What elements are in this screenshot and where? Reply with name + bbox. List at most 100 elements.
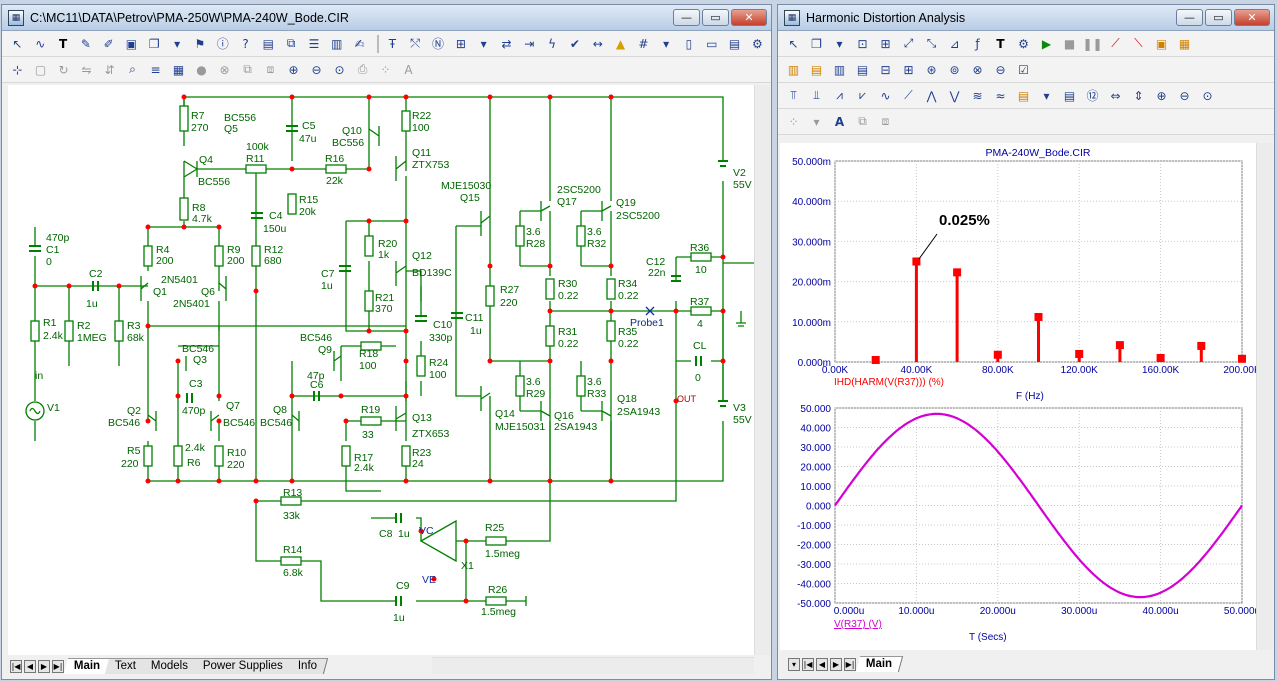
tab-power-supplies[interactable]: Power Supplies [193,658,295,674]
maximize-button[interactable]: ▭ [702,9,729,26]
analysis-minimize-button[interactable]: — [1176,9,1203,26]
zoom-in-icon[interactable]: ⊕ [288,62,299,77]
zoom-fit-icon[interactable]: ⊙ [1202,88,1213,103]
global-high-icon[interactable]: ⋀ [926,88,937,103]
grid-options-icon[interactable]: ⊞ [455,36,466,51]
warning-icon[interactable]: ▲ [615,36,626,51]
help-icon[interactable]: ? [242,36,249,51]
zoom-fit-icon[interactable]: ⊙ [334,62,345,77]
dropdown-icon[interactable]: ▾ [174,36,181,51]
probe4-icon[interactable]: ⊖ [995,62,1006,77]
next-page-button[interactable]: ▶ [38,659,50,673]
zoom-box-icon[interactable]: ⊞ [880,36,891,51]
valley-icon[interactable]: ⫫ [813,88,820,102]
arrows-icon[interactable]: ⇄ [501,36,512,51]
frame2-icon[interactable]: ▦ [1178,36,1191,51]
flag-icon[interactable]: ⚑ [194,36,206,51]
analysis-close-button[interactable]: ✕ [1234,9,1270,26]
disk-icon[interactable]: ▤ [262,36,275,51]
find-icon[interactable]: ⌕ [129,62,136,76]
schematic-horizontal-scrollbar[interactable] [432,657,754,674]
clipboard-icon[interactable]: ▤ [1017,88,1030,103]
probe3-icon[interactable]: ⊗ [972,62,983,77]
grid-snap-icon[interactable]: ⁘ [380,62,391,77]
first-page-button[interactable]: |◀ [10,659,22,673]
page-setup-icon[interactable]: ▦ [172,62,185,77]
wire-mode-icon[interactable]: ∿ [35,36,46,51]
edit-icon[interactable]: ✍ [354,36,365,51]
pen-icon[interactable]: ✎ [80,36,91,51]
notes-icon[interactable]: ▤ [728,36,741,51]
probe1-icon[interactable]: ⊛ [926,62,937,77]
stop-icon[interactable]: ● [196,62,207,77]
analysis-next-page-button[interactable]: ▶ [830,657,842,671]
properties-icon[interactable]: ⚙ [752,36,763,51]
probe2-icon[interactable]: ⊚ [949,62,960,77]
copy-icon[interactable]: ❐ [148,36,160,51]
grid-icon[interactable]: # [638,36,649,51]
dropdown3-icon[interactable]: ▾ [813,114,820,129]
tab-models[interactable]: Models [141,658,200,674]
text-icon[interactable]: T [996,36,1005,51]
ungroup-icon[interactable]: ⧈ [881,114,890,128]
high-icon[interactable]: ⩘ [836,88,843,102]
node-numbers-icon[interactable]: ⤲ [410,36,421,50]
low-icon[interactable]: ⩗ [859,88,866,102]
select-region-icon[interactable]: ⊹ [12,62,23,77]
schematic-vertical-scrollbar[interactable] [754,85,771,655]
slope3-icon[interactable]: ⟋ [904,88,913,102]
top-icon[interactable]: ≋ [972,88,983,103]
rotate-icon[interactable]: ↻ [58,62,69,77]
page2-icon[interactable]: ▭ [706,36,718,51]
flip-icon[interactable]: ⇵ [104,62,115,77]
copy-plot-icon[interactable]: ❐ [811,36,822,51]
layout4-icon[interactable]: ▤ [856,62,869,77]
zoom-in-icon[interactable]: ⊕ [1156,88,1167,103]
schematic-canvas[interactable]: R7 270 BC556 Q5 Q4 BC556 100k R11 C5 47u… [8,85,757,655]
group-icon[interactable]: ⧉ [243,62,252,76]
grid-icon[interactable]: ⁘ [788,114,799,129]
resize-icon[interactable]: ↔ [592,36,603,51]
layout1-icon[interactable]: ▥ [787,62,800,77]
analysis-titlebar[interactable]: ▦ Harmonic Distortion Analysis — ▭ ✕ [778,5,1274,31]
layout6-icon[interactable]: ⊞ [903,62,914,77]
inflection-icon[interactable]: ∿ [880,88,891,103]
last-page-button[interactable]: ▶| [52,659,64,673]
analysis-prev-page-button[interactable]: ◀ [816,657,828,671]
print-icon[interactable]: ⎙ [357,62,368,76]
stop-icon[interactable]: ■ [1063,36,1076,51]
analysis-vertical-scrollbar[interactable] [1256,143,1273,650]
layout3-icon[interactable]: ▥ [833,62,846,77]
cursor-icon[interactable]: ⤡ [926,36,937,50]
network-icon[interactable]: ⧉ [286,36,296,50]
schematic-titlebar[interactable]: ▦ C:\MC11\DATA\Petrov\PMA-250W\PMA-240W_… [2,5,771,31]
global-low-icon[interactable]: ⋁ [949,88,960,103]
fit-v-icon[interactable]: ⇕ [1133,88,1144,103]
pin-icon[interactable]: Ⓝ [432,37,445,51]
box-icon[interactable]: ▢ [34,62,47,77]
text-mode-icon[interactable]: T [58,36,68,51]
zoom-out-icon[interactable]: ⊖ [1179,88,1190,103]
prev-page-button[interactable]: ◀ [24,659,36,673]
info-icon[interactable]: ⓘ [216,37,229,51]
pause-icon[interactable]: ❚❚ [1082,36,1103,51]
tag-icon[interactable]: ⊿ [949,36,960,51]
tab-main[interactable]: Main [63,658,112,674]
analysis-tab-main[interactable]: Main [855,656,904,672]
slope2-icon[interactable]: ⟍ [1134,36,1143,50]
dropdown2-icon[interactable]: ▾ [1043,88,1050,103]
tab-info[interactable]: Info [288,658,329,674]
select-mode-icon[interactable]: ↖ [12,36,23,51]
bottom-icon[interactable]: ≈ [995,88,1006,103]
check-icon[interactable]: ✔ [569,36,580,51]
list-icon[interactable]: ☰ [308,36,320,51]
layout5-icon[interactable]: ⊟ [880,62,891,77]
select-icon[interactable]: ↖ [788,36,799,51]
font-icon[interactable]: A [404,62,413,77]
fit-h-icon[interactable]: ⇔ [1110,88,1121,103]
right-arrow-icon[interactable]: ⇥ [524,36,535,51]
dropdown-icon[interactable]: ▾ [836,36,843,51]
auto-scale-icon[interactable]: ⤢ [903,36,914,50]
group-icon[interactable]: ⧉ [858,114,867,128]
check-list-icon[interactable]: ☑ [1018,62,1029,77]
